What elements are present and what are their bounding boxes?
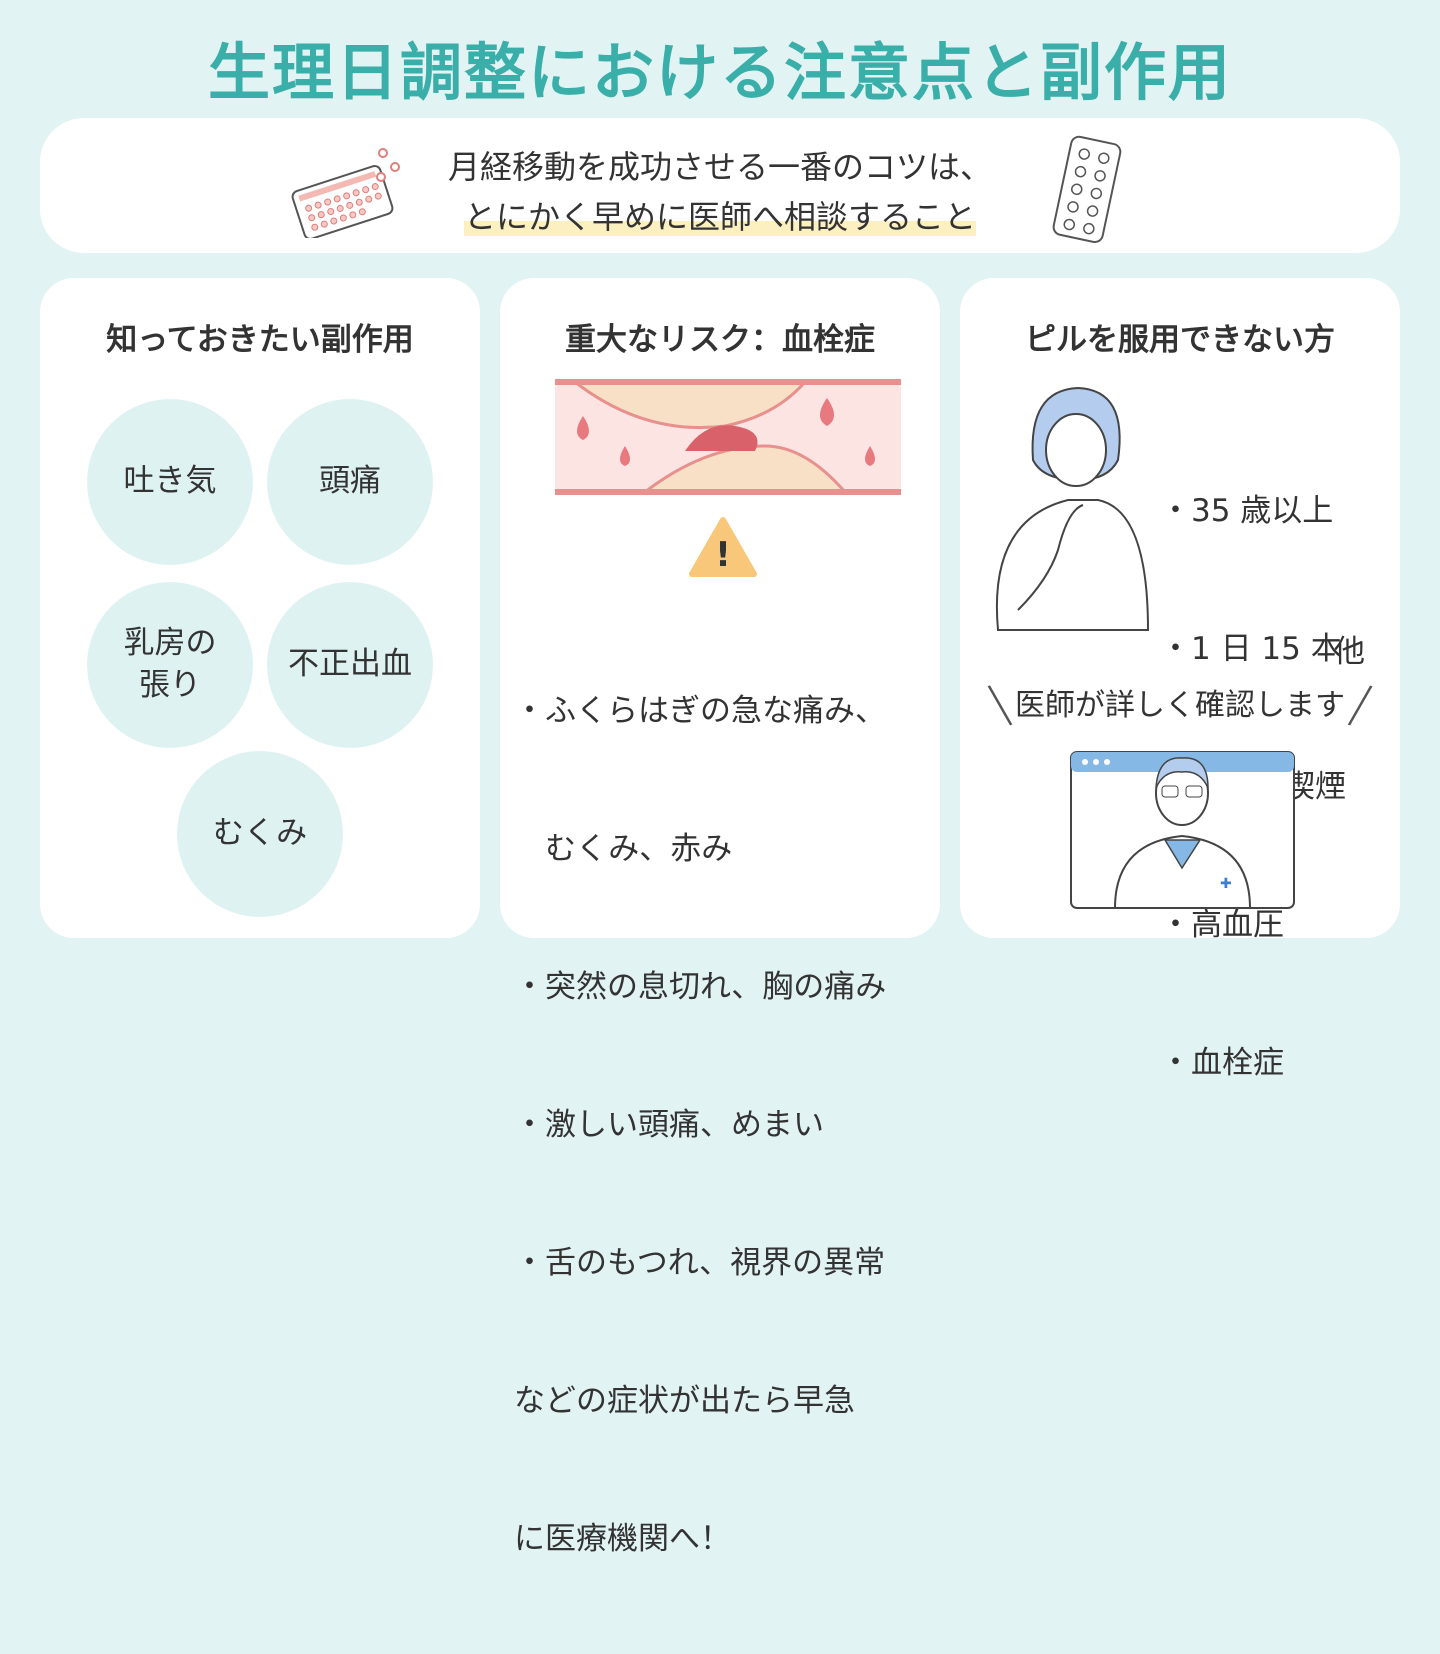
blood-vessel-illustration	[555, 379, 901, 495]
symptom-item: ・突然の息切れ、胸の痛み	[514, 969, 887, 1005]
side-effect-item: 不正出血	[267, 582, 433, 748]
symptom-note: に医療機関へ！	[514, 1521, 731, 1557]
side-effects-title: 知っておきたい副作用	[106, 322, 414, 358]
side-effect-item: 吐き気	[87, 399, 253, 565]
doctor-note: \ 医師が詳しく確認します /	[984, 674, 1376, 737]
online-doctor-illustration: ✚	[1070, 751, 1295, 909]
page-title: 生理日調整における注意点と副作用	[207, 36, 1232, 109]
tip-line-1: 月経移動を成功させる一番のコツは、	[447, 148, 992, 186]
symptom-list: ・ふくらはぎの急な痛み、 むくみ、赤み ・突然の息切れ、胸の痛み ・激しい頭痛、…	[514, 596, 886, 1654]
thrombosis-risk-card: 重大なリスク：血栓症 ! ・ふくらはぎの急な痛み、 むくみ、赤み ・突然の息切れ…	[500, 278, 940, 1557]
tip-banner: 月経移動を成功させる一番のコツは、 とにかく早めに医師へ相談すること	[40, 118, 1400, 253]
svg-text:✚: ✚	[1220, 876, 1232, 892]
other-label: 他	[1334, 634, 1365, 670]
pill-sheet-icon	[1052, 135, 1122, 244]
contraindications-card: ピルを服用できない方 ・35 歳以上 ・1 日 15 本 以上の喫煙 ・高血圧 …	[960, 278, 1400, 1081]
svg-text:!: !	[715, 535, 731, 575]
contraindication-item: ・1 日 15 本	[1160, 631, 1342, 667]
risk-title: 重大なリスク：血栓症	[565, 322, 875, 358]
symptom-item: ・激しい頭痛、めまい	[514, 1107, 824, 1143]
symptom-note: などの症状が出たら早急	[514, 1383, 855, 1419]
contraindications-title: ピルを服用できない方	[1025, 322, 1335, 358]
thinking-woman-illustration	[995, 386, 1150, 631]
contraindication-item: ・高血圧	[1160, 907, 1284, 943]
side-effects-card: 知っておきたい副作用 吐き気 頭痛 乳房の張り 不正出血 むくみ	[40, 278, 480, 938]
symptom-item: ・ふくらはぎの急な痛み、	[514, 693, 886, 729]
side-effect-item: むくみ	[177, 751, 343, 917]
pill-pack-icon	[291, 148, 400, 238]
side-effect-item: 乳房の張り	[87, 582, 253, 748]
doctor-note-text: 医師が詳しく確認します	[1015, 688, 1345, 723]
symptom-item: ・舌のもつれ、視界の異常	[514, 1245, 886, 1281]
contraindication-item: ・血栓症	[1160, 1045, 1284, 1081]
tip-line-2: とにかく早めに医師へ相談すること	[463, 198, 976, 236]
symptom-item: むくみ、赤み	[514, 831, 733, 867]
side-effect-item: 頭痛	[267, 399, 433, 565]
contraindication-item: ・35 歳以上	[1160, 493, 1334, 529]
warning-icon: !	[689, 517, 757, 577]
